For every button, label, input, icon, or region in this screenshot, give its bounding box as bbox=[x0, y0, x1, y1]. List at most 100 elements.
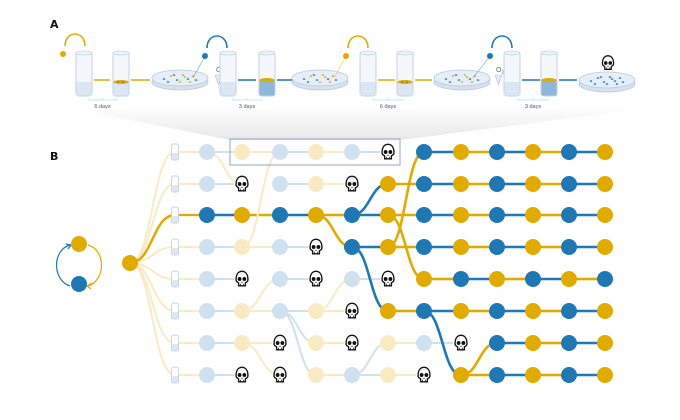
yellow-node bbox=[597, 176, 613, 192]
yellow-node bbox=[597, 144, 613, 160]
root-branch bbox=[129, 183, 176, 264]
pale-yellow-node bbox=[308, 176, 324, 192]
legend-blue-node bbox=[71, 276, 87, 292]
pale-yellow-node bbox=[308, 303, 324, 319]
colony bbox=[460, 81, 464, 83]
yellow-node bbox=[525, 176, 541, 192]
colony bbox=[318, 81, 322, 83]
colony bbox=[321, 74, 325, 76]
blue-node bbox=[561, 335, 577, 351]
yellow-node bbox=[597, 303, 613, 319]
colony bbox=[175, 79, 179, 81]
colony bbox=[599, 76, 603, 78]
colony bbox=[323, 76, 327, 78]
lineage-transfer bbox=[241, 151, 281, 248]
blue-node bbox=[489, 176, 505, 192]
blue-node bbox=[561, 367, 577, 383]
yellow-node bbox=[380, 303, 396, 319]
yellow-node bbox=[380, 239, 396, 255]
skull-icon bbox=[345, 302, 359, 319]
yellow-node bbox=[416, 271, 432, 287]
root-branch bbox=[129, 262, 176, 376]
yellow-node bbox=[597, 335, 613, 351]
skull-icon bbox=[235, 366, 249, 383]
pale-blue-node bbox=[272, 144, 288, 160]
blue-node bbox=[416, 239, 432, 255]
blue-node bbox=[489, 239, 505, 255]
arrow-head bbox=[85, 282, 93, 290]
culture-tube bbox=[171, 238, 179, 256]
colony bbox=[608, 76, 612, 78]
blue-node bbox=[525, 271, 541, 287]
duration-bracket: 3 days bbox=[517, 98, 549, 110]
duration-bracket: 6 days bbox=[87, 98, 118, 110]
tube bbox=[75, 50, 93, 97]
node-layer bbox=[122, 143, 613, 384]
duration-bracket: 3 days bbox=[231, 98, 263, 110]
pick-line bbox=[333, 55, 347, 79]
yellow-node bbox=[597, 367, 613, 383]
colony bbox=[169, 75, 173, 77]
skull-icon bbox=[381, 143, 395, 160]
yellow-node bbox=[234, 207, 250, 223]
petri-dish bbox=[578, 71, 636, 93]
duration-label: 3 days bbox=[239, 104, 255, 110]
blue-node bbox=[453, 271, 469, 287]
culture-tube bbox=[171, 302, 179, 320]
tube bbox=[540, 50, 558, 97]
colony bbox=[468, 78, 472, 80]
colony bbox=[444, 78, 448, 80]
duration-label: 6 days bbox=[380, 104, 396, 110]
yellow-node bbox=[525, 207, 541, 223]
pick-arc bbox=[60, 33, 86, 57]
colony bbox=[605, 83, 609, 85]
colony bbox=[309, 75, 313, 77]
blue-node bbox=[561, 176, 577, 192]
colony bbox=[315, 79, 319, 81]
tube bbox=[258, 50, 276, 97]
yellow-node bbox=[525, 239, 541, 255]
blue-node bbox=[489, 303, 505, 319]
duration-bracket: 6 days bbox=[372, 98, 404, 110]
colony bbox=[451, 75, 455, 77]
pale-yellow-node bbox=[380, 367, 396, 383]
pale-yellow-node bbox=[234, 239, 250, 255]
root-branch bbox=[129, 151, 176, 264]
yellow-node bbox=[380, 207, 396, 223]
blue-node bbox=[416, 144, 432, 160]
colony bbox=[194, 79, 198, 81]
colony bbox=[162, 78, 166, 80]
pale-yellow-node bbox=[308, 367, 324, 383]
cycle-arrow-yellow bbox=[87, 244, 102, 287]
pale-blue-node bbox=[272, 271, 288, 287]
petri-dish bbox=[291, 69, 349, 91]
blue-node bbox=[489, 207, 505, 223]
pale-yellow-node bbox=[380, 335, 396, 351]
colony bbox=[334, 79, 338, 81]
petri-dish bbox=[151, 69, 209, 91]
colony bbox=[457, 79, 461, 81]
blue-node bbox=[416, 303, 432, 319]
blue-node bbox=[561, 303, 577, 319]
legend-yellow-node bbox=[71, 236, 87, 252]
blue-node bbox=[597, 271, 613, 287]
culture-tube bbox=[171, 366, 179, 384]
petri-dish bbox=[433, 69, 491, 91]
root-node bbox=[122, 255, 138, 271]
colony bbox=[181, 74, 185, 76]
pale-blue-node bbox=[199, 271, 215, 287]
pale-blue-node bbox=[199, 176, 215, 192]
pale-blue-node bbox=[344, 367, 360, 383]
yellow-node bbox=[597, 239, 613, 255]
colony bbox=[470, 81, 474, 83]
colony bbox=[188, 81, 192, 83]
colony bbox=[454, 74, 458, 76]
yellow-node bbox=[525, 367, 541, 383]
yellow-node bbox=[308, 207, 324, 223]
pick-line bbox=[472, 55, 491, 79]
tube bbox=[219, 50, 237, 97]
skull-icon bbox=[454, 334, 468, 351]
colony bbox=[602, 81, 606, 83]
duration-label: 6 days bbox=[94, 104, 110, 110]
duration-label: 3 days bbox=[525, 104, 541, 110]
